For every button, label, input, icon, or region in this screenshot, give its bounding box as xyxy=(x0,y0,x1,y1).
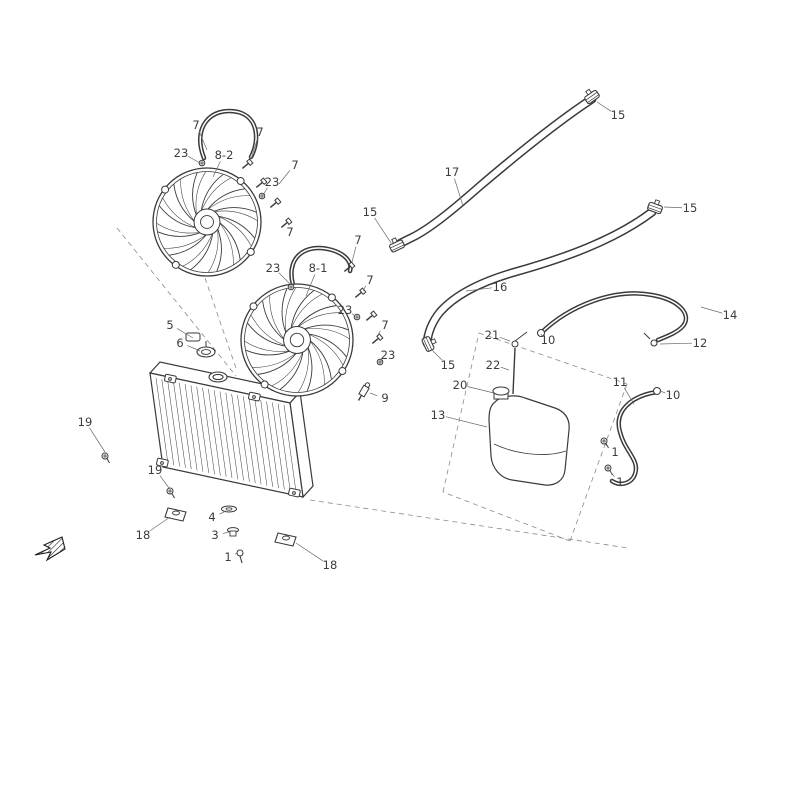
hose-fittings xyxy=(536,328,662,396)
overflow-hose-lower xyxy=(609,389,660,487)
upper-radiator-hose xyxy=(391,94,597,251)
fan-bolts xyxy=(241,158,384,344)
tank-cap xyxy=(492,386,510,400)
callout-leader-lines xyxy=(89,101,723,562)
expansion-tank xyxy=(488,331,570,486)
fan-hose-upper xyxy=(197,108,259,161)
screws xyxy=(101,437,613,499)
radiator-cap-assembly xyxy=(185,332,216,358)
overflow-hose-upper xyxy=(538,291,689,343)
fan-hose-lower xyxy=(289,245,353,291)
lower-mount-stack xyxy=(221,505,244,564)
orientation-arrow-icon xyxy=(34,536,66,562)
construction-lines xyxy=(116,227,629,549)
cooling-fan-8-2 xyxy=(152,167,262,277)
sensor-bolt xyxy=(357,382,371,401)
lower-radiator-hose xyxy=(422,207,657,348)
cooling-fan-8-1 xyxy=(240,283,354,397)
filler-neck xyxy=(208,371,228,383)
hose-clamps xyxy=(389,88,663,352)
mount-brackets xyxy=(164,507,297,547)
